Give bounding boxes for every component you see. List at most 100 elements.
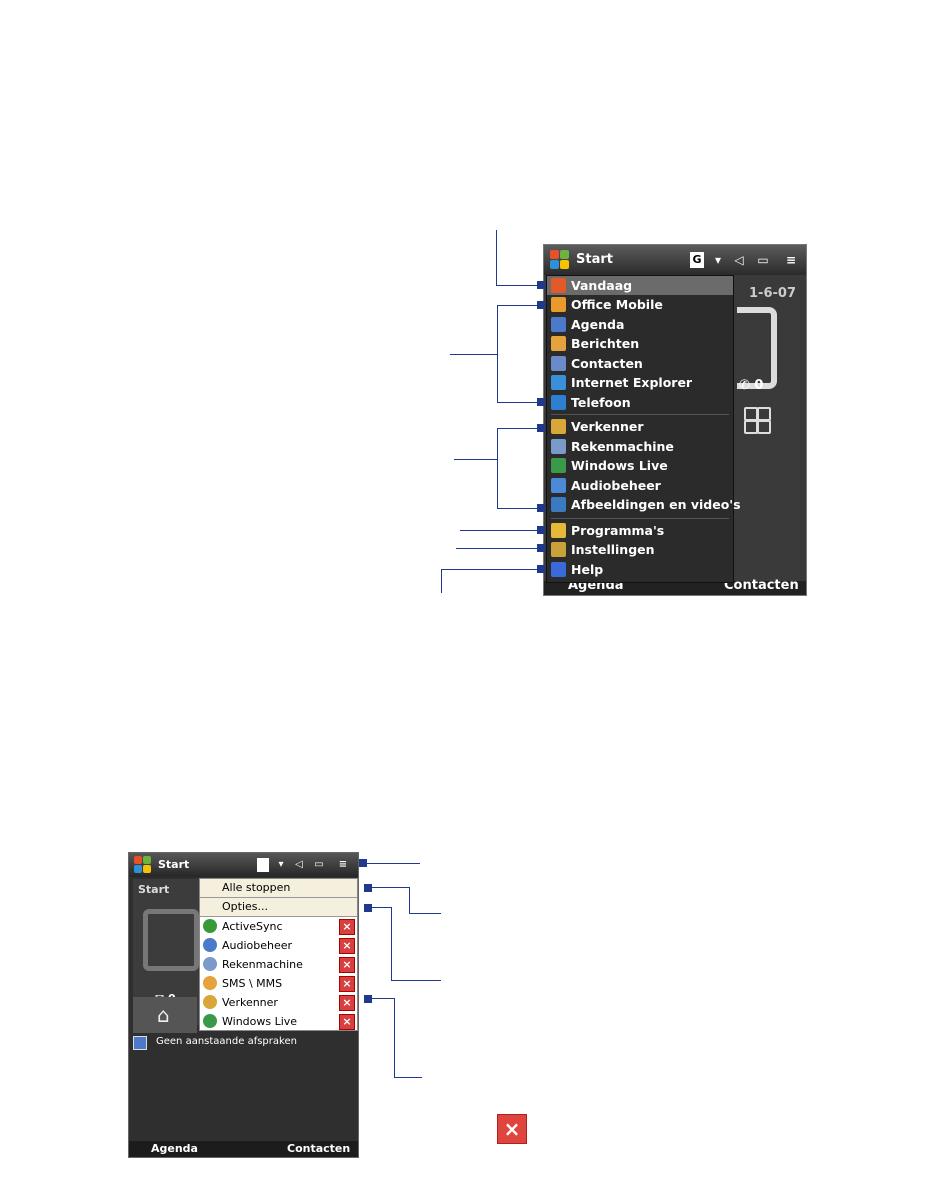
clock-digit bbox=[143, 909, 199, 971]
callout-line bbox=[496, 230, 497, 286]
start-menu-item[interactable]: Afbeeldingen en video's bbox=[547, 495, 741, 514]
gprs-icon: G bbox=[690, 252, 704, 268]
callout-bracket bbox=[497, 428, 498, 509]
running-program-label: Windows Live bbox=[222, 1015, 298, 1028]
callout-marker bbox=[537, 301, 545, 309]
close-program-button[interactable]: × bbox=[339, 995, 355, 1011]
battery-icon[interactable]: ▭ bbox=[314, 859, 324, 870]
start-menu-item-label: Programma's bbox=[571, 523, 665, 538]
start-menu-screenshot: Start G ▾ ◁ ▭ ≡ 1-6-07 ✆ 0 Agenda Contac… bbox=[543, 244, 807, 596]
clock-digit bbox=[737, 307, 777, 389]
windows-start-icon[interactable] bbox=[134, 856, 152, 874]
calendar-icon bbox=[133, 1036, 147, 1050]
battery-icon[interactable]: ▭ bbox=[757, 253, 769, 267]
callout-marker bbox=[364, 904, 372, 912]
windows-start-icon[interactable] bbox=[550, 250, 570, 270]
running-program-item[interactable]: SMS \ MMS × bbox=[200, 974, 357, 993]
callout-marker bbox=[537, 504, 545, 512]
title-bar-title: Start bbox=[158, 858, 190, 871]
running-program-label: SMS \ MMS bbox=[222, 977, 283, 990]
callout-line bbox=[391, 980, 441, 981]
stop-all-command[interactable]: Alle stoppen bbox=[200, 879, 357, 898]
callout-line bbox=[409, 887, 410, 914]
windows-live-icon bbox=[203, 1014, 217, 1028]
running-program-label: ActiveSync bbox=[222, 920, 283, 933]
messaging-icon bbox=[203, 976, 217, 990]
volume-icon[interactable]: ◁ bbox=[734, 253, 744, 267]
home-button[interactable]: ⌂ bbox=[133, 997, 197, 1033]
start-menu-item[interactable]: Windows Live bbox=[547, 456, 733, 475]
start-menu-item-label: Berichten bbox=[571, 336, 640, 351]
start-menu-item[interactable]: Contacten bbox=[547, 354, 733, 373]
callout-marker bbox=[364, 995, 372, 1003]
calendar-icon bbox=[551, 317, 566, 332]
softkey-left[interactable]: Agenda bbox=[151, 1142, 198, 1155]
calculator-icon bbox=[203, 957, 217, 971]
home-icon: ⌂ bbox=[157, 1003, 170, 1027]
title-bar: Start G ▾ ◁ ▭ ≡ bbox=[129, 853, 358, 877]
close-program-button[interactable]: × bbox=[339, 938, 355, 954]
softkey-right[interactable]: Contacten bbox=[287, 1142, 351, 1155]
start-menu-item-label: Windows Live bbox=[571, 458, 668, 473]
callout-bracket bbox=[497, 305, 539, 306]
close-program-button[interactable]: × bbox=[339, 919, 355, 935]
start-menu-item[interactable]: Office Mobile bbox=[547, 295, 733, 314]
launcher-icon[interactable] bbox=[744, 407, 771, 434]
home-icon bbox=[551, 278, 566, 293]
start-menu-item[interactable]: Internet Explorer bbox=[547, 373, 733, 392]
menu-separator bbox=[551, 518, 729, 519]
start-menu-item-label: Internet Explorer bbox=[571, 375, 693, 390]
running-program-item[interactable]: Rekenmachine× bbox=[200, 955, 357, 974]
signal-icon[interactable]: ▾ bbox=[714, 253, 722, 267]
start-menu-item[interactable]: Programma's bbox=[547, 521, 733, 540]
title-bar-title: Start bbox=[576, 252, 613, 267]
running-program-item[interactable]: ActiveSync × bbox=[200, 917, 357, 936]
start-menu-item-label: Vandaag bbox=[571, 278, 633, 293]
start-menu-item[interactable]: Instellingen bbox=[547, 540, 733, 559]
close-program-button[interactable]: × bbox=[339, 1014, 355, 1030]
callout-bracket bbox=[497, 508, 539, 509]
signal-icon[interactable]: ▾ bbox=[278, 859, 284, 870]
appointments-text: Geen aanstaande afspraken bbox=[156, 1036, 297, 1047]
running-program-label: Audiobeheer bbox=[222, 939, 293, 952]
pictures-videos-icon bbox=[551, 497, 566, 512]
callout-line bbox=[456, 548, 540, 549]
start-menu-item[interactable]: Audiobeheer bbox=[547, 476, 733, 495]
task-manager-icon[interactable]: ≡ bbox=[338, 859, 348, 870]
notification-icon[interactable]: ≡ bbox=[785, 253, 797, 267]
start-menu-item[interactable]: Telefoon bbox=[547, 393, 733, 412]
task-manager-screenshot: Start G ▾ ◁ ▭ ≡ Start ✉ 0 ⌂ Geen aanstaa… bbox=[128, 852, 359, 1158]
start-menu-item[interactable]: Vandaag bbox=[547, 276, 733, 295]
start-menu-item[interactable]: Verkenner bbox=[547, 417, 733, 436]
callout-line bbox=[450, 354, 498, 355]
start-menu-item-label: Office Mobile bbox=[571, 297, 663, 312]
explorer-icon bbox=[203, 995, 217, 1009]
volume-icon[interactable]: ◁ bbox=[295, 859, 303, 870]
close-program-button[interactable]: × bbox=[339, 957, 355, 973]
start-menu-item[interactable]: Help bbox=[547, 560, 733, 579]
running-program-item[interactable]: Verkenner× bbox=[200, 993, 357, 1012]
callout-marker bbox=[537, 565, 545, 573]
close-program-button[interactable]: × bbox=[339, 976, 355, 992]
running-program-item[interactable]: Audiobeheer × bbox=[200, 936, 357, 955]
title-bar: Start G ▾ ◁ ▭ ≡ bbox=[544, 245, 806, 275]
softkey-right[interactable]: Contacten bbox=[724, 578, 799, 593]
options-command[interactable]: Opties... bbox=[200, 898, 357, 917]
running-program-item[interactable]: Windows Live × bbox=[200, 1012, 357, 1031]
appointments-row[interactable]: Geen aanstaande afspraken bbox=[129, 1033, 358, 1053]
callout-line bbox=[391, 907, 392, 981]
menu-separator bbox=[551, 414, 729, 415]
start-menu-item[interactable]: Agenda bbox=[547, 315, 733, 334]
explorer-icon bbox=[551, 419, 566, 434]
contacts-icon bbox=[551, 356, 566, 371]
close-program-icon: × bbox=[497, 1114, 527, 1144]
start-menu-item[interactable]: Rekenmachine bbox=[547, 437, 733, 456]
phone-icon bbox=[551, 395, 566, 410]
callout-marker bbox=[364, 884, 372, 892]
help-icon bbox=[551, 562, 566, 577]
calculator-icon bbox=[551, 439, 566, 454]
start-menu-item[interactable]: Berichten bbox=[547, 334, 733, 353]
callout-marker bbox=[537, 544, 545, 552]
callout-marker bbox=[537, 424, 545, 432]
